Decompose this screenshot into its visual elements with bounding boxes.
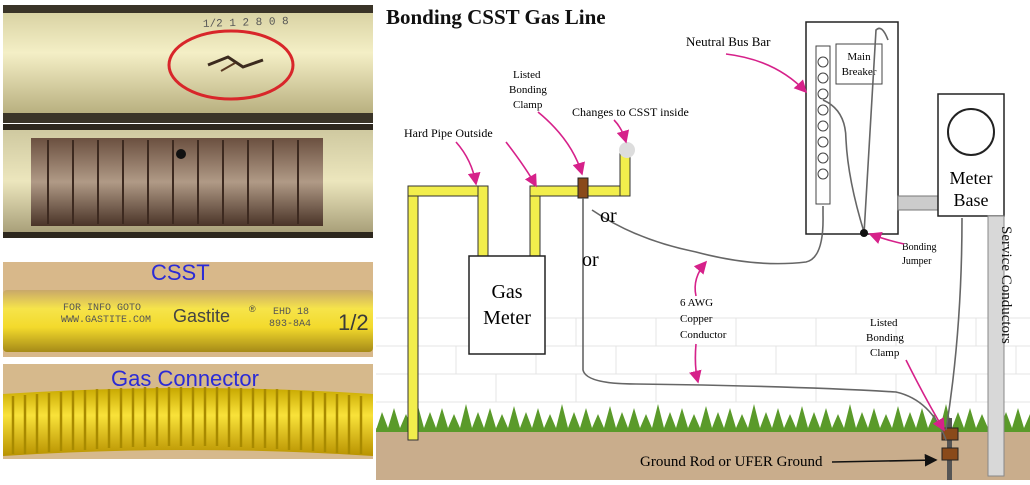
top-clamp-label-1: Listed — [513, 69, 541, 81]
meter-base-label-2: Base — [954, 190, 989, 210]
hard-pipe-label: Hard Pipe Outside — [404, 126, 493, 140]
awg-label-3: Conductor — [680, 329, 727, 341]
csst-transition-marker — [619, 142, 635, 158]
csst-size: 1/2 — [338, 310, 369, 335]
meter-dial — [947, 108, 995, 156]
gas-connector-label: Gas Connector — [111, 366, 259, 391]
service-conductors-label: Service Conductors — [998, 226, 1014, 344]
bus-bar-terminals — [817, 56, 829, 180]
awg-label-2: Copper — [680, 313, 713, 325]
neutral-bus-bar — [815, 45, 831, 205]
label-arrows — [455, 53, 945, 432]
csst-print-line1: FOR INFO GOTO — [63, 303, 141, 314]
or-label-1: or — [600, 205, 617, 227]
gas-connector-photo: Gas Connector — [3, 364, 373, 459]
neutral-bus-bar-label: Neutral Bus Bar — [686, 34, 771, 49]
csst-label: CSST — [151, 262, 210, 285]
bonding-jumper-label-1: Bonding — [902, 242, 936, 253]
bonding-wires — [582, 27, 963, 441]
damaged-csst-photo: 1/2 1 2 8 0 8 — [3, 5, 373, 123]
bonding-diagram: Bonding CSST Gas Line Gas Meter Main Bre… — [376, 0, 1030, 480]
gas-meter-label-1: Gas — [491, 281, 522, 303]
main-breaker-label-1: Main — [847, 51, 871, 63]
diagram-title: Bonding CSST Gas Line — [386, 5, 606, 29]
csst-code1: EHD 18 — [273, 307, 309, 318]
panel-conduit — [897, 195, 939, 211]
lower-clamp-label-3: Clamp — [870, 347, 900, 359]
csst-print-line2: WWW.GASTITE.COM — [61, 315, 151, 326]
damaged-pipe-print: 1/2 1 2 8 0 8 — [203, 16, 289, 31]
bonding-jumper-label-2: Jumper — [902, 256, 932, 267]
top-clamp-label-3: Clamp — [513, 99, 543, 111]
exposed-corrugation-photo — [3, 124, 373, 238]
service-conduit — [987, 215, 1005, 477]
ground-rod-label: Ground Rod or UFER Ground — [640, 454, 823, 470]
gas-meter-label-2: Meter — [483, 307, 531, 329]
bonding-jumper-point — [860, 229, 868, 237]
changes-csst-label: Changes to CSST inside — [572, 105, 689, 119]
lower-clamp-label-1: Listed — [870, 317, 898, 329]
csst-code2: 893-8A4 — [269, 319, 311, 330]
ground-rod-arrow — [831, 453, 938, 467]
lower-bonding-clamp-2 — [941, 447, 959, 461]
lower-bonding-clamp-1 — [941, 427, 959, 441]
or-label-2: or — [582, 249, 599, 271]
meter-base-label-1: Meter — [950, 168, 993, 188]
top-clamp-label-2: Bonding — [509, 84, 547, 96]
awg-label-1: 6 AWG — [680, 297, 713, 309]
photo-column: 1/2 1 2 8 0 8 — [0, 0, 376, 480]
csst-brand-mark: ® — [249, 304, 256, 314]
ground — [376, 428, 1030, 480]
csst-photo: FOR INFO GOTO WWW.GASTITE.COM Gastite ® … — [3, 262, 373, 357]
damage-circle — [167, 29, 295, 101]
gas-meter — [468, 255, 546, 355]
lower-clamp-label-2: Bonding — [866, 332, 904, 344]
main-breaker-label-2: Breaker — [842, 66, 877, 78]
grass — [376, 404, 1030, 432]
top-bonding-clamp — [577, 177, 589, 199]
csst-brand: Gastite — [173, 306, 230, 326]
